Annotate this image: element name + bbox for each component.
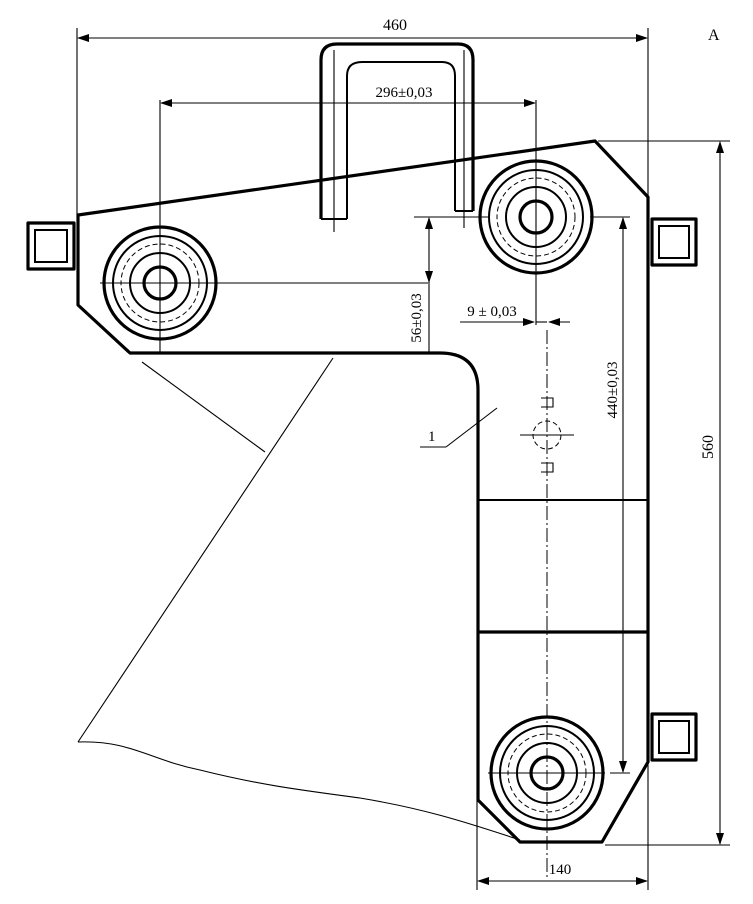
dim-overall-width-text: 460	[383, 17, 407, 34]
part-callout-text: 1	[428, 429, 436, 445]
dim-hole-height: 440±0,03	[590, 216, 630, 774]
dim-vertical-offset-text: 56±0,03	[409, 293, 425, 342]
part-outline	[76, 139, 650, 844]
clamp-pad-right-top	[650, 217, 698, 267]
dim-leg-width: 140	[476, 762, 649, 890]
dim-overall-height-text: 560	[700, 435, 717, 459]
dim-hole-spacing-text: 296±0,03	[376, 85, 433, 101]
dim-offset-small-text: 9 ± 0,03	[467, 304, 516, 320]
dim-leg-width-text: 140	[549, 862, 572, 878]
attached-arm	[77, 357, 521, 841]
dim-hole-height-text: 440±0,03	[605, 362, 621, 419]
dim-hole-spacing: 296±0,03	[160, 85, 536, 107]
u-bracket	[319, 42, 475, 232]
view-label: A	[708, 27, 720, 44]
clamp-pad-left	[26, 221, 76, 271]
dim-offset-small: 9 ± 0,03	[460, 304, 570, 326]
clamp-pad-right-bottom	[650, 712, 698, 762]
part-callout: 1	[420, 407, 498, 448]
center-mark	[520, 330, 574, 880]
dim-vertical-offset: 56±0,03	[409, 216, 490, 352]
dim-overall-width: 460	[76, 17, 649, 215]
dim-overall-height: 560	[598, 140, 730, 846]
